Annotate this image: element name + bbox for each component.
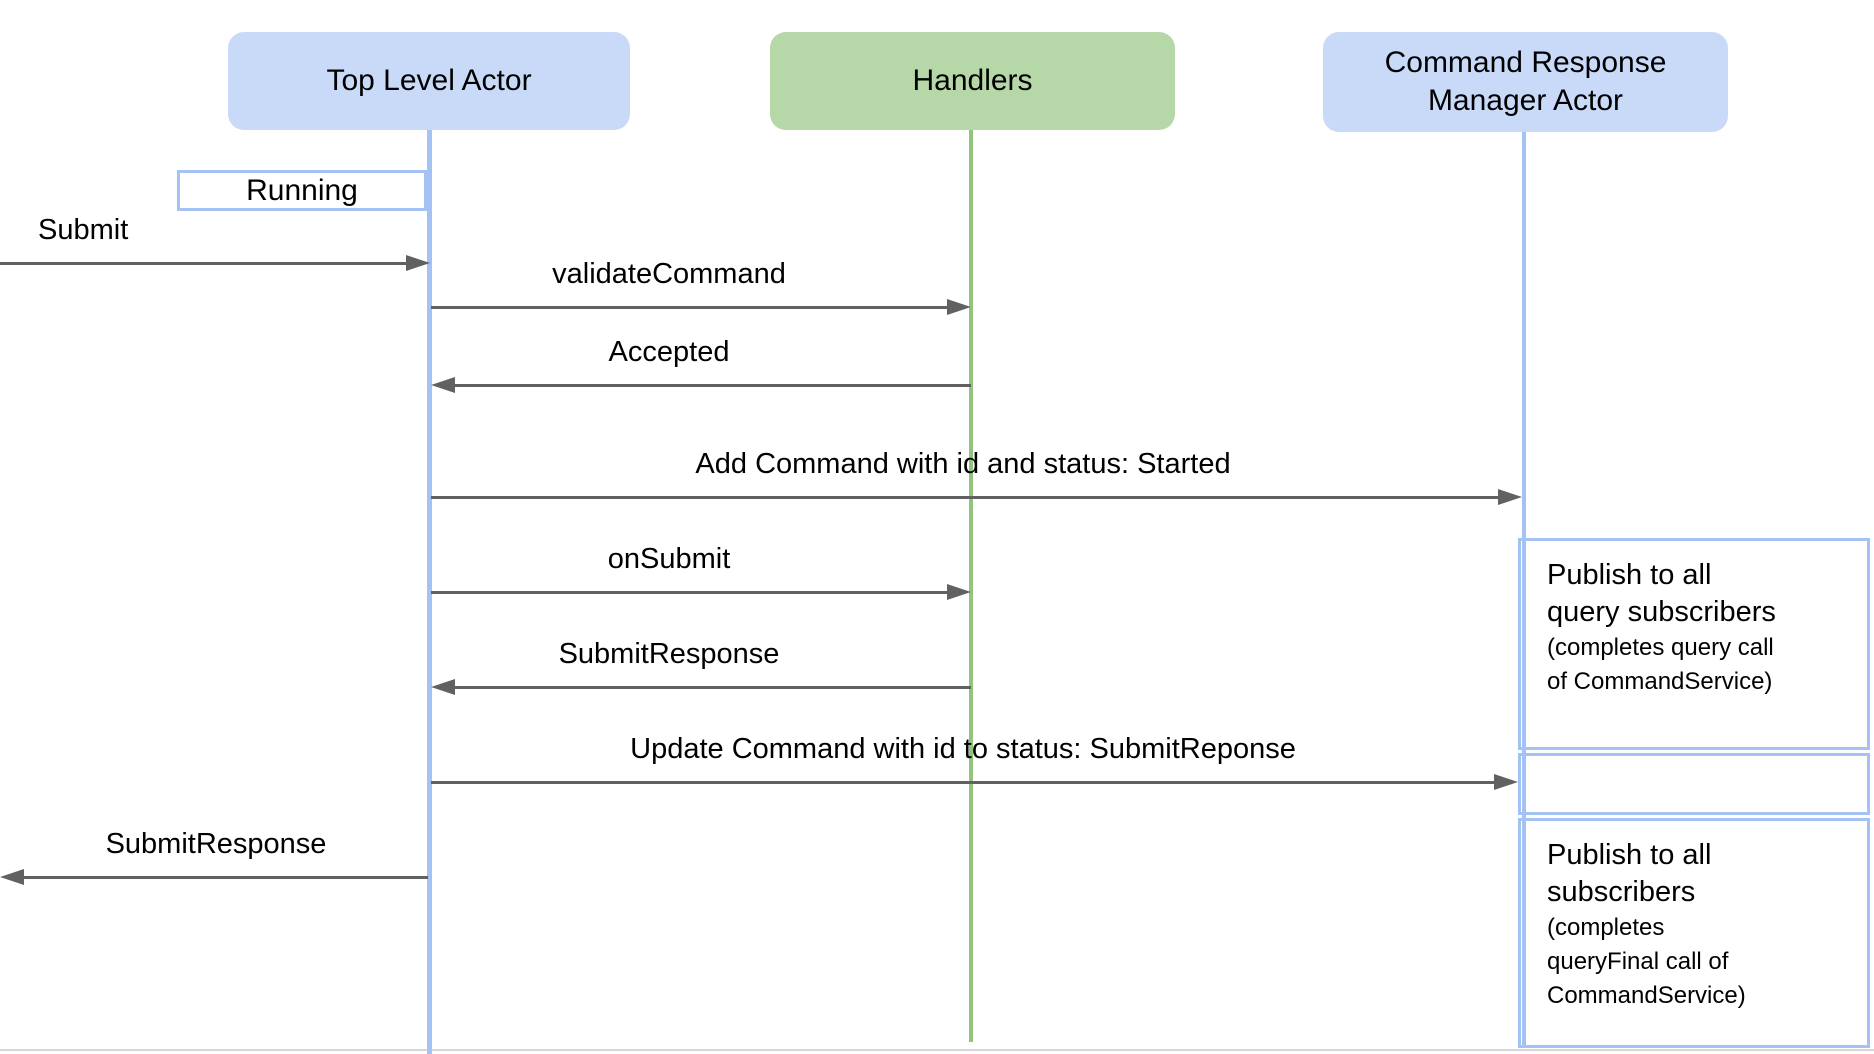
message-arrow-update-command [431,781,1494,784]
note-line: query subscribers [1547,596,1776,628]
actor-top-level-actor: Top Level Actor [228,32,630,130]
note-publish-all-subscribers: Publish to all subscribers (completes qu… [1518,818,1870,1048]
message-label-on-submit: onSubmit [607,543,731,575]
running-state-label: Running [246,173,358,207]
message-label-submit-response: SubmitResponse [558,638,780,670]
command-response-manager-lifeline [1522,132,1526,1048]
actor-handlers-label: Handlers [912,64,1033,97]
message-label-update-command: Update Command with id to status: Submit… [630,733,1296,765]
arrowhead-left-icon [431,679,455,695]
message-arrow-submit-response-out [22,876,428,879]
note-line: (completes query call [1547,634,1774,661]
message-label-add-command: Add Command with id and status: Started [695,448,1231,480]
note-line: of CommandService) [1547,668,1773,695]
message-arrow-add-command [431,496,1498,499]
message-label-validate-command: validateCommand [552,258,786,290]
arrowhead-right-icon [947,584,971,600]
arrowhead-right-icon [1498,489,1522,505]
message-arrow-submit-response [453,686,971,689]
note-line: Publish to all [1547,559,1712,591]
note-line: CommandService) [1547,982,1746,1009]
arrowhead-left-icon [431,377,455,393]
actor-command-response-manager: Command Response Manager Actor [1323,32,1728,132]
note-line: (completes [1547,914,1665,941]
arrowhead-right-icon [947,299,971,315]
note-publish-query-subscribers: Publish to all query subscribers (comple… [1518,538,1870,750]
message-label-submit-response-out: SubmitResponse [105,828,327,860]
message-arrow-submit [0,262,406,265]
arrowhead-left-icon [0,869,24,885]
note-line: queryFinal call of [1547,948,1729,975]
message-arrow-on-submit [431,591,949,594]
message-arrow-validate-command [431,306,949,309]
note-line: subscribers [1547,876,1696,908]
note-spacer-box [1518,753,1870,815]
top-level-actor-lifeline [427,130,432,1054]
note-line: Publish to all [1547,839,1712,871]
page-bottom-rule [0,1049,1874,1051]
actor-top-level-actor-label: Top Level Actor [326,64,532,97]
message-arrow-accepted [453,384,971,387]
arrowhead-right-icon [1494,774,1518,790]
message-label-submit: Submit [38,214,129,246]
actor-handlers: Handlers [770,32,1175,130]
running-state-box: Running [177,170,427,211]
actor-command-response-manager-label: Command Response Manager Actor [1384,46,1667,117]
message-label-accepted: Accepted [608,336,730,368]
arrowhead-right-icon [406,255,430,271]
handlers-lifeline [969,130,973,1042]
